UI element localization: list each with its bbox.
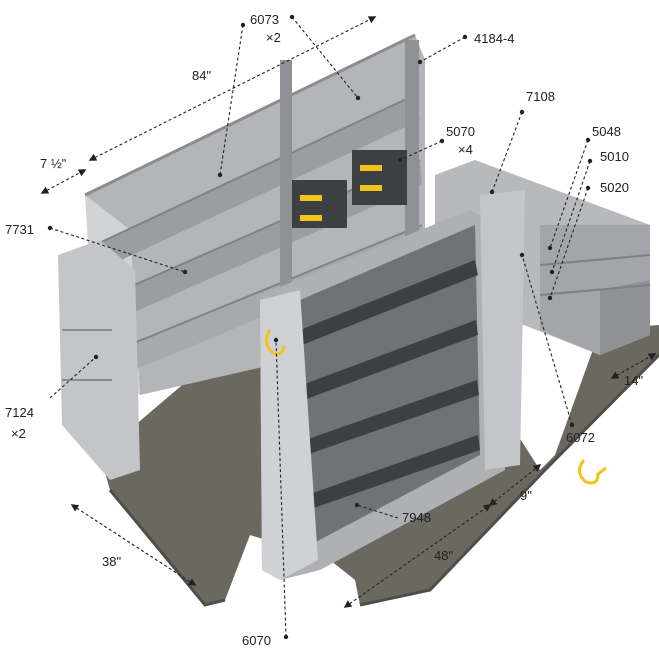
label-5010: 5010 — [600, 149, 629, 164]
label-5020: 5020 — [600, 180, 629, 195]
hook-icon-6072 — [578, 459, 607, 485]
dimension-label-38: 38" — [102, 554, 121, 569]
label-6072: 6072 — [566, 430, 595, 445]
drawer-units — [292, 150, 407, 228]
label-5048: 5048 — [592, 124, 621, 139]
label-4184-4: 4184-4 — [474, 31, 514, 46]
dimension-label-48: 48" — [434, 548, 453, 563]
label-7108: 7108 — [526, 89, 555, 104]
label-6073: 6073 — [250, 12, 279, 27]
left-end-panel — [58, 240, 140, 480]
label-6073-qty: ×2 — [266, 30, 281, 45]
label-5070: 5070 — [446, 124, 475, 139]
label-7124: 7124 — [5, 405, 34, 420]
dimension-label-9: 9" — [520, 488, 532, 503]
label-7731: 7731 — [5, 222, 34, 237]
label-7124-qty: ×2 — [11, 426, 26, 441]
dimension-lines — [40, 16, 657, 608]
front-bin-unit — [260, 190, 525, 580]
label-7948: 7948 — [402, 510, 431, 525]
dimension-label-7-5: 7 ½" — [40, 156, 67, 171]
label-6070: 6070 — [242, 633, 271, 648]
label-5070-qty: ×4 — [458, 142, 473, 157]
dimension-label-14: 14" — [624, 373, 643, 388]
hook-icon-6070 — [265, 329, 286, 356]
dimension-label-84: 84" — [192, 68, 211, 83]
